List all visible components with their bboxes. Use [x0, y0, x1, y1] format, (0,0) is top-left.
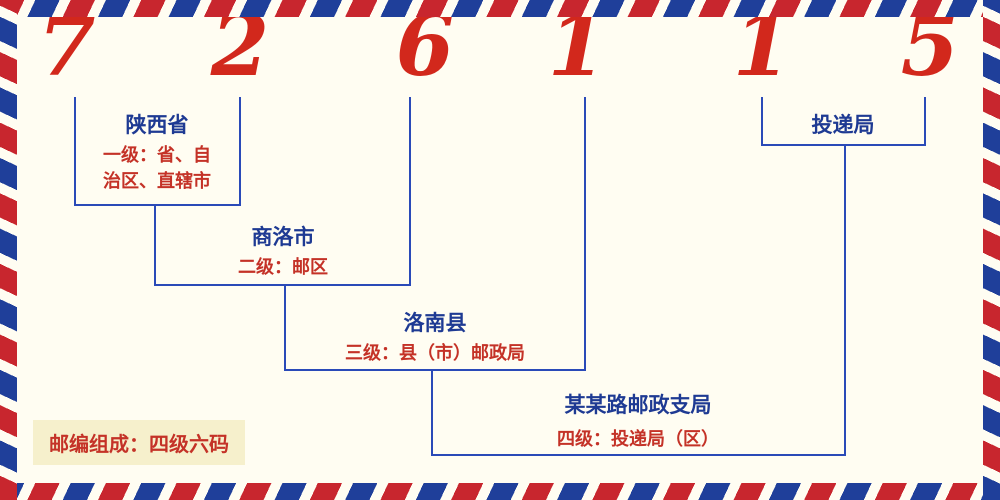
bracket-level4	[431, 145, 846, 456]
level1-description: 一级：省、自治区、直辖市	[103, 145, 211, 193]
composition-note-box: 邮编组成：四级六码	[33, 420, 245, 465]
airmail-border-right	[983, 0, 1000, 500]
level2-place-name: 商洛市	[251, 225, 315, 249]
airmail-border-bottom	[0, 483, 1000, 500]
delivery-office-label-group: 投递局	[812, 112, 875, 139]
postal-digit-1: 7	[37, 0, 97, 95]
postal-digit-5: 1	[732, 0, 792, 95]
level4-label-group: 某某路邮政支局 四级：投递局（区）	[557, 392, 719, 453]
delivery-office-name: 投递局	[811, 113, 875, 137]
postal-digit-6: 5	[900, 0, 960, 95]
composition-note-text: 邮编组成：四级六码	[49, 432, 229, 456]
postal-digit-3: 6	[395, 0, 455, 95]
bracket-level1	[74, 97, 241, 206]
level3-description: 三级：县（市）邮政局	[345, 343, 525, 365]
level4-description: 四级：投递局（区）	[557, 429, 719, 451]
bracket-delivery-office	[761, 97, 926, 146]
level4-place-name: 某某路邮政支局	[564, 393, 712, 417]
bracket-level3	[284, 97, 586, 371]
level2-label-group: 商洛市 二级：邮区	[238, 224, 328, 281]
airmail-border-top	[0, 0, 1000, 17]
level1-place-name: 陕西省	[125, 113, 189, 137]
postal-digit-2: 2	[210, 0, 270, 95]
postal-digit-4: 1	[547, 0, 607, 95]
bracket-level2	[154, 97, 411, 286]
level3-label-group: 洛南县 三级：县（市）邮政局	[345, 310, 525, 367]
level1-label-group: 陕西省 一级：省、自治区、直辖市	[98, 112, 216, 195]
airmail-border-left	[0, 0, 17, 500]
level2-description: 二级：邮区	[238, 257, 328, 279]
level3-place-name: 洛南县	[403, 311, 467, 335]
